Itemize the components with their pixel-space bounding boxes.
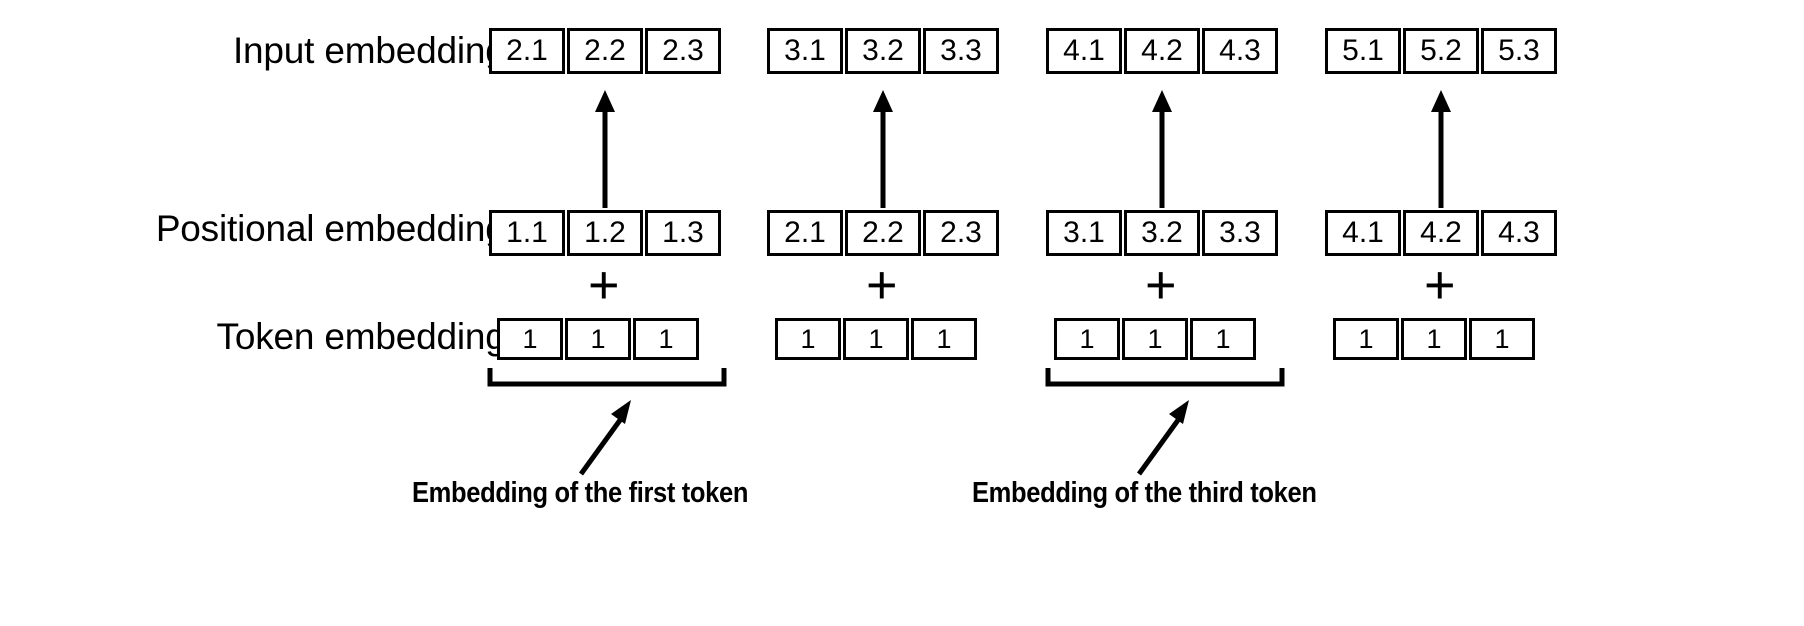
bracket-third-token [1045,368,1285,388]
token-cell: 1 [1190,318,1256,360]
positional-cell: 2.3 [923,210,999,256]
input-cell: 4.3 [1202,28,1278,74]
token-embedding-group-1: 1 1 1 [497,318,699,360]
input-cell: 4.1 [1046,28,1122,74]
input-cell: 5.1 [1325,28,1401,74]
diagonal-arrow-icon-third-token [1133,398,1203,476]
plus-operator-group-1: + [588,255,620,315]
token-cell: 1 [1469,318,1535,360]
input-cell: 3.3 [923,28,999,74]
row-label-input-embeddings: Input embeddings: [232,30,534,71]
token-embedding-group-3: 1 1 1 [1054,318,1256,360]
positional-cell: 2.1 [767,210,843,256]
plus-operator-group-4: + [1424,255,1456,315]
input-embedding-group-4: 5.1 5.2 5.3 [1325,28,1557,74]
input-cell: 2.1 [489,28,565,74]
input-cell: 3.2 [845,28,921,74]
caption-third-token: Embedding of the third token [972,477,1317,509]
positional-cell: 1.1 [489,210,565,256]
positional-cell: 4.2 [1403,210,1479,256]
input-embedding-group-1: 2.1 2.2 2.3 [489,28,721,74]
positional-embedding-group-3: 3.1 3.2 3.3 [1046,210,1278,256]
positional-cell: 3.2 [1124,210,1200,256]
positional-cell: 3.3 [1202,210,1278,256]
plus-operator-group-2: + [866,255,898,315]
up-arrow-icon-group-4 [1428,90,1454,208]
token-cell: 1 [497,318,563,360]
row-label-token-embeddings: Token embeddings: [216,316,535,357]
positional-cell: 1.3 [645,210,721,256]
token-cell: 1 [775,318,841,360]
input-cell: 3.1 [767,28,843,74]
positional-cell: 4.3 [1481,210,1557,256]
positional-cell: 2.2 [845,210,921,256]
plus-operator-group-3: + [1145,255,1177,315]
input-cell: 2.2 [567,28,643,74]
positional-cell: 3.1 [1046,210,1122,256]
token-cell: 1 [633,318,699,360]
caption-first-token: Embedding of the first token [412,477,749,509]
diagonal-arrow-icon-first-token [575,398,645,476]
positional-cell: 4.1 [1325,210,1401,256]
input-embedding-group-2: 3.1 3.2 3.3 [767,28,999,74]
token-cell: 1 [1401,318,1467,360]
token-embedding-group-2: 1 1 1 [775,318,977,360]
positional-embedding-group-4: 4.1 4.2 4.3 [1325,210,1557,256]
token-embedding-group-4: 1 1 1 [1333,318,1535,360]
input-embedding-group-3: 4.1 4.2 4.3 [1046,28,1278,74]
up-arrow-icon-group-1 [592,90,618,208]
input-cell: 5.3 [1481,28,1557,74]
row-label-positional-embeddings: Positional embeddings: [155,208,534,249]
up-arrow-icon-group-3 [1149,90,1175,208]
input-cell: 4.2 [1124,28,1200,74]
token-cell: 1 [1054,318,1120,360]
up-arrow-icon-group-2 [870,90,896,208]
token-cell: 1 [1333,318,1399,360]
token-cell: 1 [911,318,977,360]
token-cell: 1 [843,318,909,360]
bracket-first-token [487,368,727,388]
token-cell: 1 [1122,318,1188,360]
input-cell: 2.3 [645,28,721,74]
positional-cell: 1.2 [567,210,643,256]
token-cell: 1 [565,318,631,360]
positional-embedding-group-1: 1.1 1.2 1.3 [489,210,721,256]
positional-embedding-group-2: 2.1 2.2 2.3 [767,210,999,256]
input-cell: 5.2 [1403,28,1479,74]
